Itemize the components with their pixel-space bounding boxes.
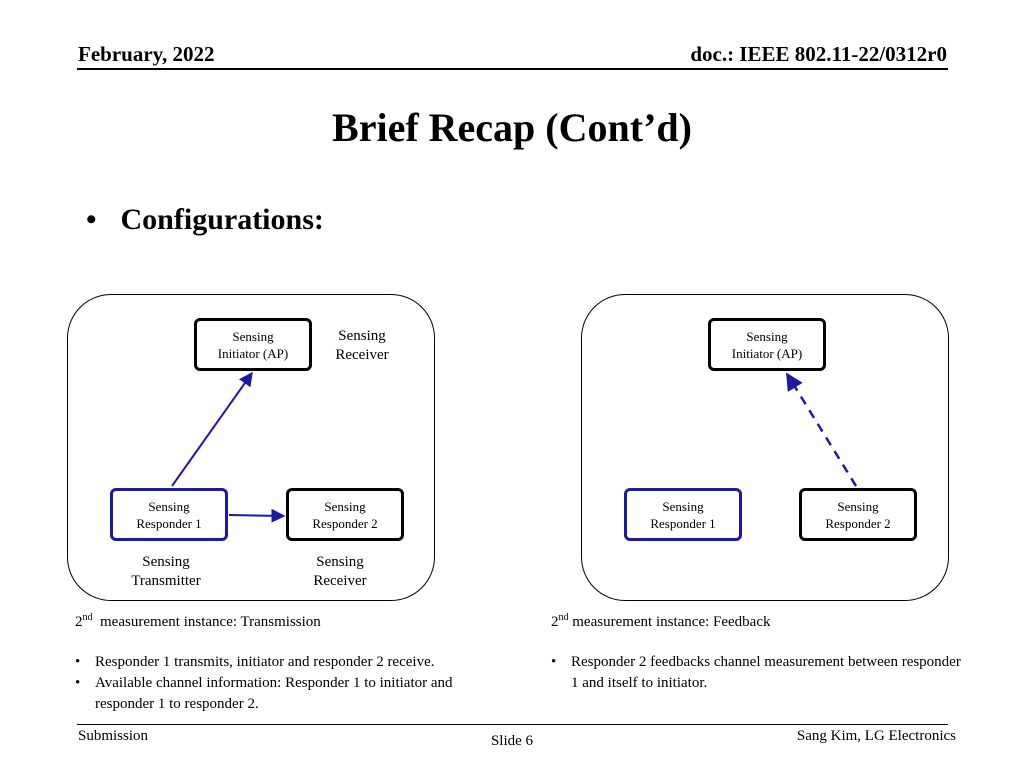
right-bullet-list: Responder 2 feedbacks channel measuremen… [551, 652, 961, 694]
caption-suffix: nd [558, 612, 569, 623]
right-responder1-node: Sensing Responder 1 [624, 488, 742, 541]
caption-number: 2 [551, 614, 559, 630]
bullet-marker: • [86, 203, 97, 236]
right-caption: 2nd measurement instance: Feedback [551, 612, 771, 631]
left-responder2-node: Sensing Responder 2 [286, 488, 404, 541]
node-label-line2: Responder 1 [136, 515, 202, 531]
footer-submission: Submission [78, 728, 149, 744]
left-caption: 2nd measurement instance: Transmission [75, 612, 321, 631]
footer-author: Sang Kim, LG Electronics [796, 728, 956, 744]
left-initiator-node: Sensing Initiator (AP) [194, 318, 312, 371]
list-item: Responder 1 transmits, initiator and res… [75, 652, 515, 673]
left-receiver-bottom-label: Sensing Receiver [298, 553, 382, 591]
node-label-line2: Responder 1 [650, 515, 716, 531]
list-item: Available channel information: Responder… [75, 673, 515, 715]
node-label-line1: Sensing [662, 498, 704, 514]
header-doc-id: doc.: IEEE 802.11-22/0312r0 [690, 42, 947, 66]
bullet-configurations: • Configurations: [86, 203, 324, 237]
node-label-line1: Sensing [232, 328, 274, 344]
caption-suffix: nd [82, 612, 93, 623]
node-label-line1: Sensing [148, 498, 190, 514]
role-line1: Sensing [316, 554, 364, 570]
role-line2: Receiver [313, 573, 367, 589]
role-line2: Transmitter [131, 573, 201, 589]
node-label-line1: Sensing [324, 498, 366, 514]
node-label-line2: Initiator (AP) [217, 345, 289, 361]
slide-title: Brief Recap (Cont’d) [332, 105, 692, 150]
right-initiator-node: Sensing Initiator (AP) [708, 318, 826, 371]
node-label-line2: Responder 2 [312, 515, 378, 531]
arrow-feedback-responder2-to-initiator [785, 372, 858, 487]
arrow-responder1-to-responder2 [228, 508, 286, 523]
arrow-responder1-to-initiator [171, 371, 253, 487]
role-line1: Sensing [142, 554, 190, 570]
left-bullet-list: Responder 1 transmits, initiator and res… [75, 652, 515, 715]
caption-text: measurement instance: Feedback [568, 614, 771, 630]
left-transmitter-label: Sensing Transmitter [118, 553, 214, 591]
node-label-line1: Sensing [837, 498, 879, 514]
node-label-line2: Responder 2 [825, 515, 891, 531]
footer-slide-number: Slide 6 [490, 733, 534, 749]
header-rule [77, 68, 948, 70]
right-responder2-node: Sensing Responder 2 [799, 488, 917, 541]
left-responder1-node: Sensing Responder 1 [110, 488, 228, 541]
role-line2: Receiver [335, 347, 389, 363]
role-line1: Sensing [338, 328, 386, 344]
list-item: Responder 2 feedbacks channel measuremen… [551, 652, 961, 694]
node-label-line1: Sensing [746, 328, 788, 344]
bullet-text: Configurations: [120, 203, 324, 236]
caption-text: measurement instance: Transmission [92, 614, 321, 630]
caption-number: 2 [75, 614, 83, 630]
footer-rule [77, 724, 948, 725]
left-receiver-top-label: Sensing Receiver [322, 327, 402, 365]
header-date: February, 2022 [78, 42, 215, 66]
node-label-line2: Initiator (AP) [731, 345, 803, 361]
